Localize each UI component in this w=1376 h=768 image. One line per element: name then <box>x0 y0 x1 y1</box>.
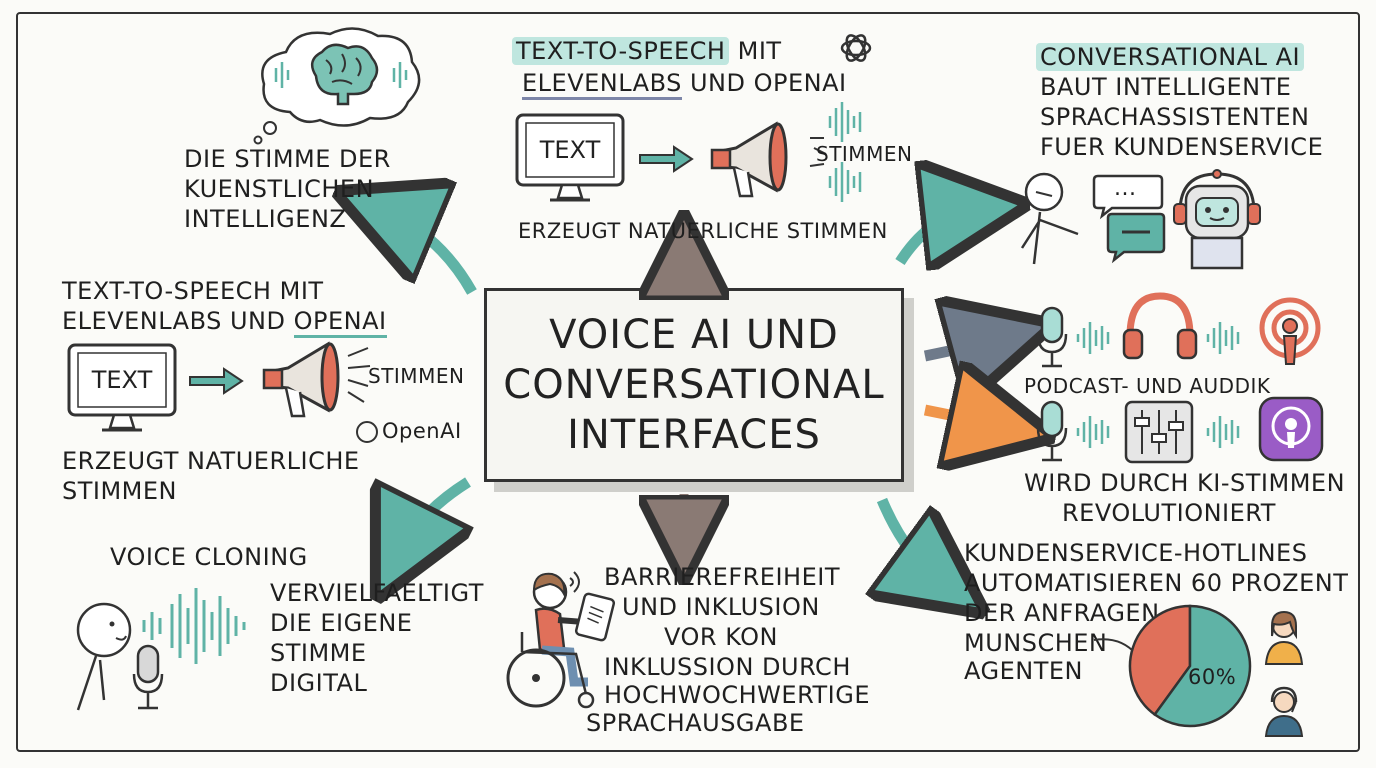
podcast-wave-icon-3 <box>1076 416 1110 448</box>
podcast-wave-icon-1 <box>1076 322 1110 354</box>
tts-top-title: TEXT-TO-SPEECH MIT <box>512 36 782 66</box>
headset-agent-icon <box>1264 686 1304 737</box>
tts-left-line1: TEXT-TO-SPEECH MIT <box>62 277 324 305</box>
chat-bubble-teal-icon <box>1106 212 1166 264</box>
tts-top-caption: ERZEUGT NATUERLICHE STIMMEN <box>518 219 888 243</box>
cloning-line2: DIE EIGENE <box>270 609 413 637</box>
arrow-to-podcast-apps <box>923 410 1002 426</box>
mixer-sliders-icon <box>1124 400 1194 464</box>
arrow-to-conversational <box>895 210 975 262</box>
hotline-line4: MUNSCHEN <box>964 629 1108 657</box>
openai-brand-icon <box>356 421 378 443</box>
chat-bubble-dots-icon <box>1092 174 1164 220</box>
cloning-title: VOICE CLONING <box>110 543 308 571</box>
pie-slice-ai <box>1152 604 1252 728</box>
tts-left-line2-underline: OPENAI <box>293 307 387 338</box>
brain-icon <box>310 43 379 106</box>
tts-top-voices-label: STIMMEN <box>816 142 913 166</box>
accessibility-line5: HOCHWOCHWERTIGE <box>604 681 870 709</box>
conversational-title: CONVERSATIONAL AI <box>1036 42 1305 72</box>
accessibility-line1: BARRIEREFREIHEIT <box>604 563 840 591</box>
accessibility-line6: SPRACHAUSGABE <box>586 709 805 737</box>
tts-left-line2-a: ELEVENLABS UND <box>62 307 294 335</box>
central-topic-box: VOICE AI UND CONVERSATIONAL INTERFACES <box>484 288 904 482</box>
arrow-to-cloning <box>400 477 468 552</box>
cloning-line4: DIGITAL <box>270 669 368 697</box>
tts-left-line2: ELEVENLABS UND OPENAI <box>62 306 387 338</box>
cloning-line3: STIMME <box>270 639 367 667</box>
tts-left-monitor-icon: TEXT <box>66 342 178 436</box>
podcast-label: PODCAST- UND AUDDIK <box>1024 374 1271 398</box>
hotline-line1: KUNDENSERVICE-HOTLINES <box>964 539 1308 567</box>
accessibility-sound-icon <box>569 571 580 593</box>
human-agent-icon <box>1264 610 1304 665</box>
podcast-mic-icon-2 <box>1036 400 1068 462</box>
tts-top-line2-underline: ELEVENLABS <box>522 69 682 100</box>
brain-note-line1: DIE STIMME DER <box>184 145 391 173</box>
conversational-line3: SPRACHASSISTENTEN <box>1040 103 1310 131</box>
brain-note-line2: KUENSTLICHEN <box>184 175 375 203</box>
hotline-line3: DER ANFRAGEN <box>964 599 1160 627</box>
tts-top-soundwave-icon <box>809 102 862 202</box>
tts-left-arrow-icon <box>189 367 244 395</box>
tts-top-monitor-label: TEXT <box>539 136 601 164</box>
arrow-to-hotline <box>882 497 942 582</box>
podcast-wave-icon-4 <box>1206 416 1240 448</box>
openai-logo-icon <box>840 34 872 62</box>
chat-bubble-dots-text: ... <box>1114 176 1137 201</box>
robot-headset-icon <box>1173 169 1261 270</box>
podcast-broadcast-icon <box>1259 297 1321 365</box>
conversational-line4: FUER KUNDENSERVICE <box>1040 133 1324 161</box>
tts-left-voices-label: STIMMEN <box>368 364 465 388</box>
person-stick-figure-icon <box>1020 172 1079 265</box>
tts-top-megaphone-icon <box>710 121 788 198</box>
tts-top-monitor-icon: TEXT <box>514 112 626 206</box>
speaking-person-icon <box>76 602 132 711</box>
cloning-line1: VERVIELFAELTIGT <box>270 579 484 607</box>
podcast-wave-icon-2 <box>1206 322 1240 354</box>
brain-note-line3: INTELLIGENZ <box>184 205 347 233</box>
podcast-line2: REVOLUTIONIERT <box>1062 499 1276 527</box>
brain-soundwave-icon <box>274 62 408 88</box>
tts-top-line2: ELEVENLABS UND OPENAI <box>522 68 847 100</box>
tts-top-title-rest: MIT <box>729 37 782 65</box>
tts-left-brand-text: OpenAI <box>382 419 462 443</box>
hotline-pie-chart <box>1128 604 1252 728</box>
tts-left-megaphone-icon <box>262 341 340 418</box>
tts-top-line2-rest: UND OPENAI <box>681 69 847 97</box>
podcasts-app-icon <box>1258 396 1324 462</box>
conversational-title-highlight: CONVERSATIONAL AI <box>1036 43 1305 71</box>
accessibility-line4: INKLUSSION DURCH <box>604 653 851 681</box>
podcast-line1: WIRD DURCH KI-STIMMEN <box>1024 469 1346 497</box>
hotline-line5: AGENTEN <box>964 657 1083 685</box>
arrow-to-brain <box>385 212 477 295</box>
cloning-soundwave-icon <box>142 588 246 664</box>
headphones-icon <box>1122 292 1198 360</box>
hotline-pie-label: 60% <box>1188 665 1237 689</box>
tts-left-monitor-label: TEXT <box>91 366 153 394</box>
tts-left-openai-brand: OpenAI <box>356 416 462 446</box>
tts-top-arrow-icon <box>639 145 694 173</box>
tablet-device-icon <box>574 592 616 642</box>
central-topic-title: VOICE AI UND CONVERSATIONAL INTERFACES <box>503 312 885 458</box>
tts-top-title-highlight: TEXT-TO-SPEECH <box>512 37 730 65</box>
tts-left-caption1: ERZEUGT NATUERLICHE <box>62 447 360 475</box>
pie-slice-human <box>1128 604 1192 717</box>
wheelchair-user-icon <box>506 572 595 709</box>
tts-left-soundlines-icon <box>347 347 371 403</box>
accessibility-line2: UND INKLUSION <box>622 593 820 621</box>
tts-left-caption2: STIMMEN <box>62 477 178 505</box>
conversational-line2: BAUT INTELLIGENTE <box>1040 73 1292 101</box>
podcast-mic-icon-1 <box>1036 306 1068 368</box>
cloning-mic-icon <box>132 644 164 710</box>
page-frame <box>16 12 1360 752</box>
accessibility-line3: VOR KON <box>664 623 778 651</box>
hotline-line2: AUTOMATISIEREN 60 PROZENT <box>964 569 1349 597</box>
arrow-to-podcast <box>923 338 1002 356</box>
